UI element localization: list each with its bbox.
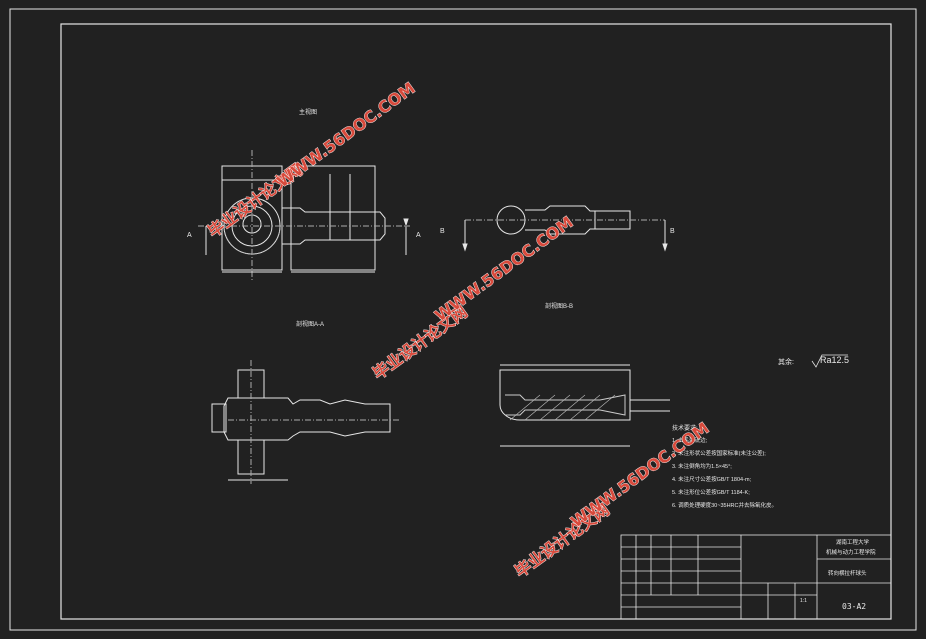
watermark-url: WWW.56DOC.COM xyxy=(567,418,712,531)
section-aa-view: 剖视图A-A xyxy=(211,320,400,484)
watermark-url: WWW.56DOC.COM xyxy=(273,78,418,191)
section-b-mark-left: B xyxy=(440,228,445,235)
title-block-drawing-no: 03-A2 xyxy=(842,602,866,611)
roughness-symbol-icon xyxy=(811,354,848,368)
tech-req-item: 6. 调质处理硬度30~35HRC并去除氧化皮。 xyxy=(672,501,777,509)
title-block-scale: 1:1 xyxy=(800,598,807,604)
main-view: 主视图 xyxy=(198,108,410,280)
main-view-title: 主视图 xyxy=(299,108,317,116)
roughness-prefix: 其余: xyxy=(778,357,794,366)
side-view xyxy=(462,205,668,252)
tech-req-item: 5. 未注形位公差按GB/T 1184-K; xyxy=(672,488,750,496)
title-block-part-name: 转向横拉杆球头 xyxy=(828,569,867,577)
tech-req-item: 4. 未注尺寸公差按GB/T 1804-m; xyxy=(672,475,752,483)
tech-requirements: 技术要求: 1. 去毛刺锐边; 2. 未注形状公差按国家标准(未注公差); 3.… xyxy=(672,424,777,509)
tech-req-item: 1. 去毛刺锐边; xyxy=(672,436,708,444)
section-b-mark-right: B xyxy=(670,228,675,235)
watermark-group: 毕业设计论文网 WWW.56DOC.COM 毕业设计论文网 WWW.56DOC.… xyxy=(204,78,713,582)
title-block-school: 湖南工程大学 xyxy=(836,538,870,546)
section-a-mark-left: A xyxy=(187,232,192,239)
roughness-value: Ra12.5 xyxy=(820,355,849,365)
title-block-dept: 机械与动力工程学院 xyxy=(826,548,876,556)
section-bb-title: 剖视图B-B xyxy=(545,302,573,310)
tech-requirements-title: 技术要求: xyxy=(672,424,698,432)
section-aa-title: 剖视图A-A xyxy=(296,320,324,328)
roughness-note: 其余: Ra12.5 xyxy=(778,354,849,368)
inner-frame xyxy=(60,23,892,620)
outer-border xyxy=(9,8,917,631)
tech-req-item: 2. 未注形状公差按国家标准(未注公差); xyxy=(672,449,766,457)
title-block xyxy=(620,534,892,620)
section-bb-view: 剖视图B-B xyxy=(499,302,670,447)
tech-req-item: 3. 未注倒角均为1.5×45°; xyxy=(672,462,732,470)
section-a-mark-right: A xyxy=(416,232,421,239)
